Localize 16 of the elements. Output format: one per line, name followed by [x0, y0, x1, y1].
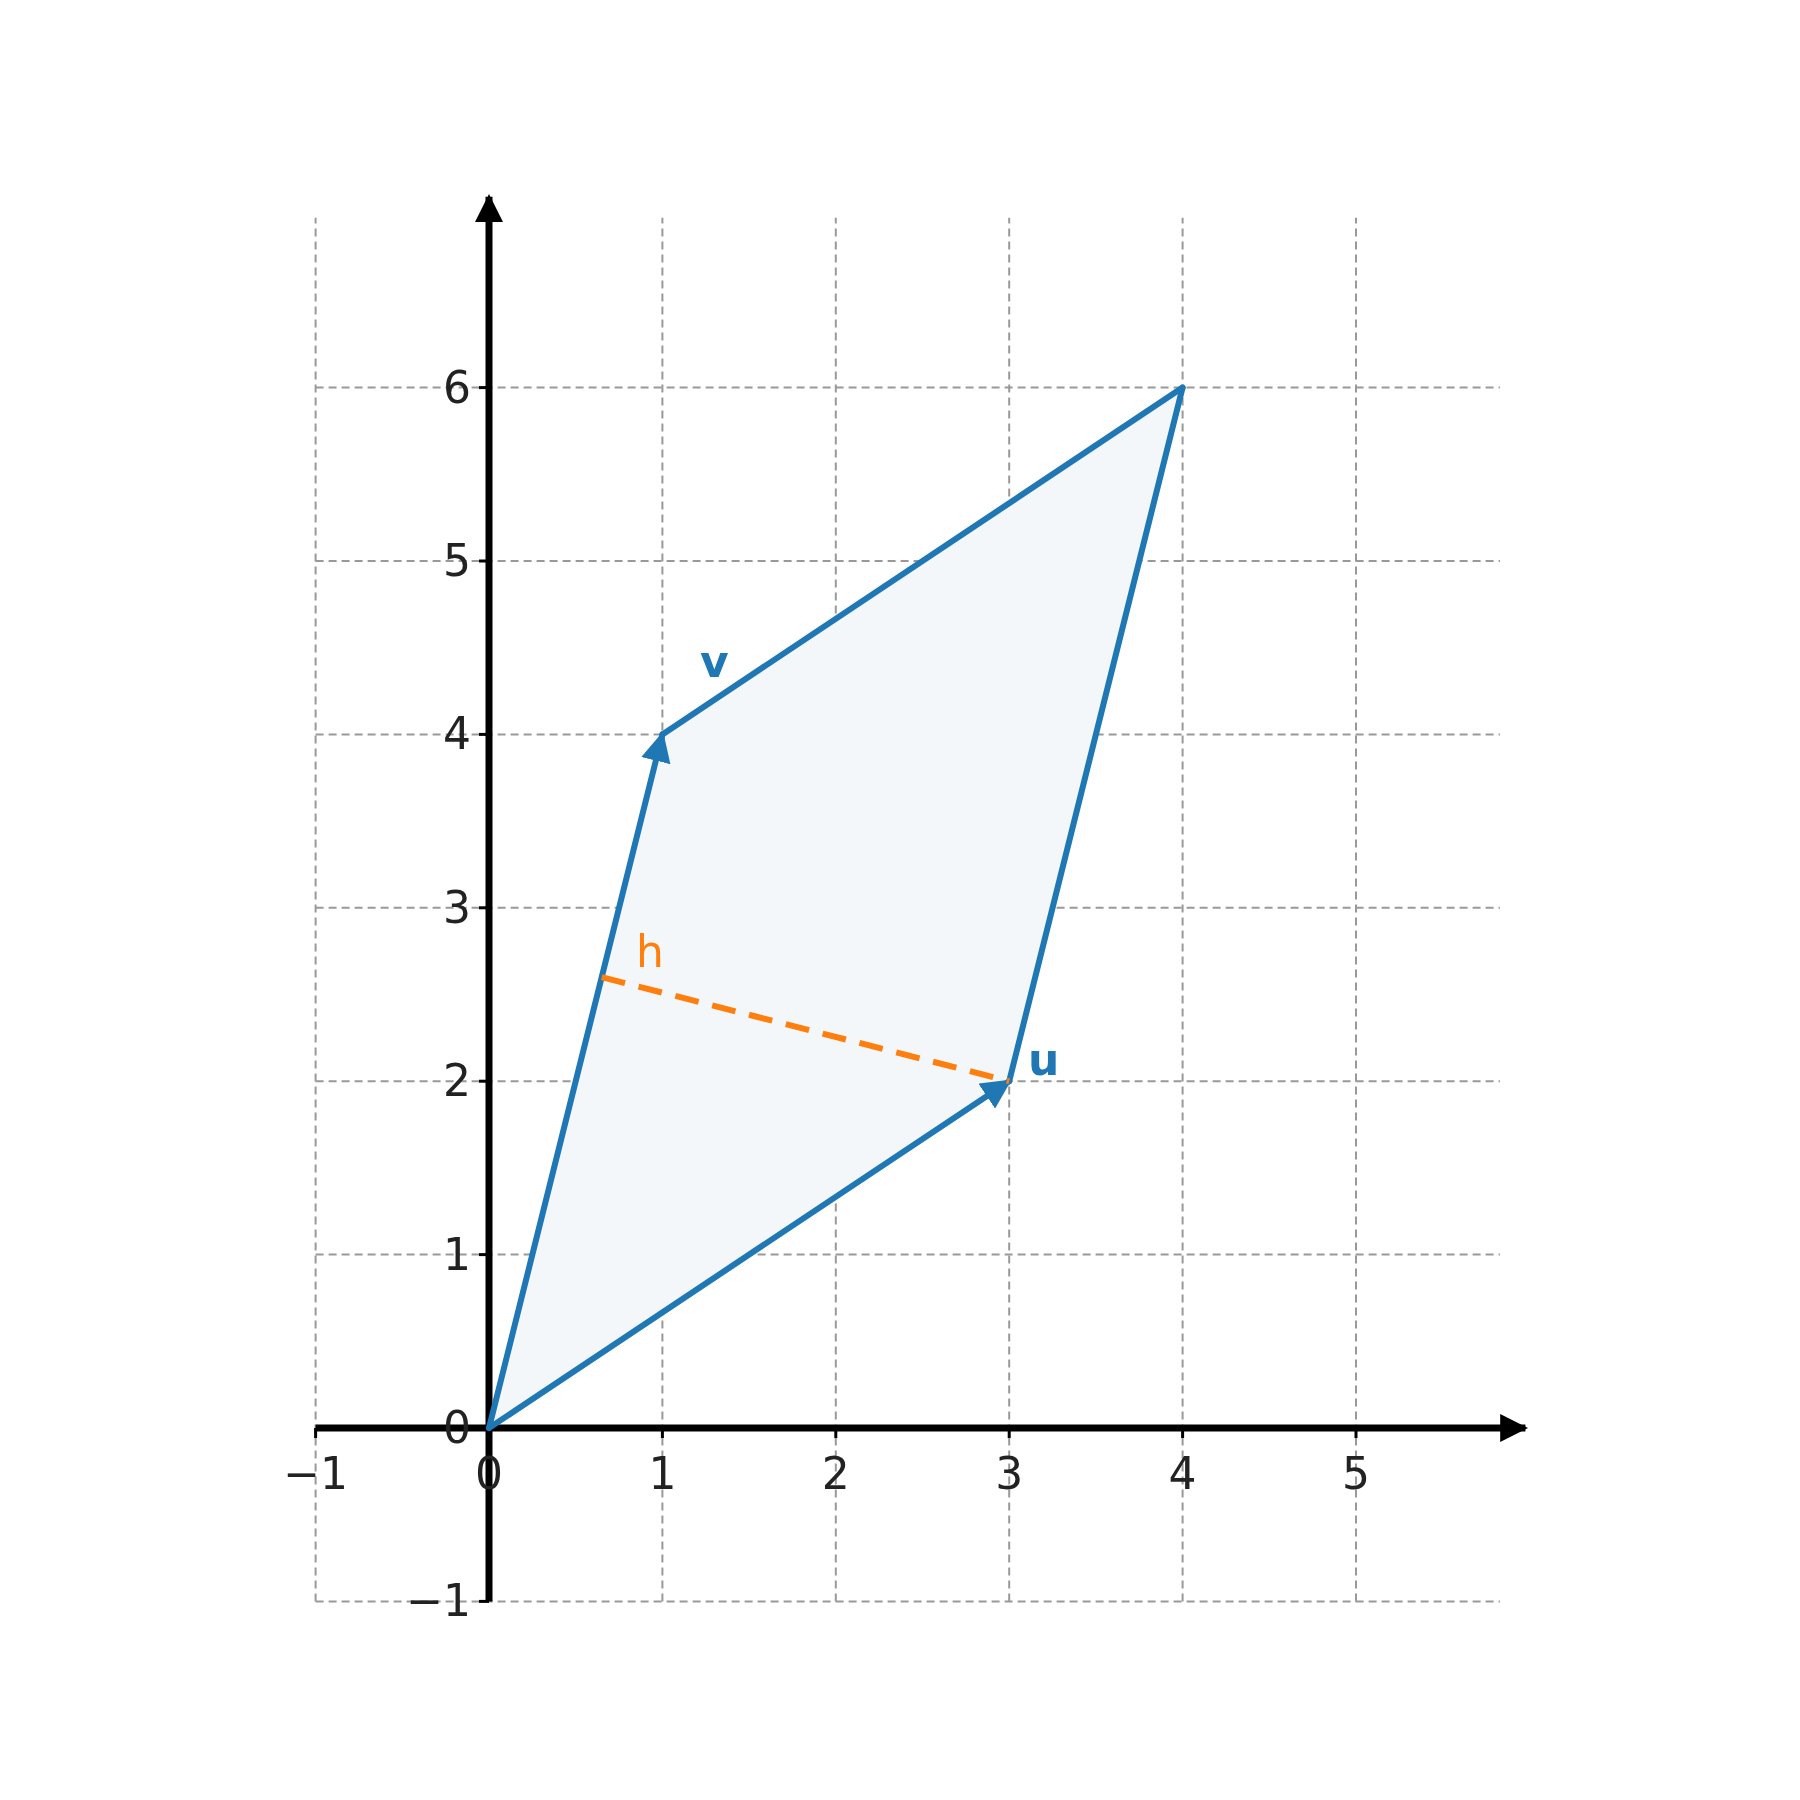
- tick-label: 5: [443, 539, 471, 583]
- vector-label: v: [700, 640, 729, 684]
- tick-label: 1: [648, 1452, 677, 1496]
- tick-label: 5: [1342, 1452, 1370, 1496]
- tick-label: −1: [406, 1579, 471, 1624]
- tick-label: 4: [1168, 1452, 1197, 1496]
- tick-label: −1: [283, 1452, 349, 1496]
- tick-label: 2: [821, 1452, 850, 1496]
- tick-label: 3: [995, 1452, 1024, 1496]
- tick-label: 4: [443, 712, 471, 757]
- vector-label: u: [1028, 1038, 1060, 1082]
- tick-label: 6: [443, 365, 471, 410]
- tick-label: 1: [443, 1232, 471, 1277]
- vector-label: h: [636, 930, 664, 974]
- tick-label: 3: [443, 885, 471, 930]
- tick-label: 2: [443, 1059, 471, 1104]
